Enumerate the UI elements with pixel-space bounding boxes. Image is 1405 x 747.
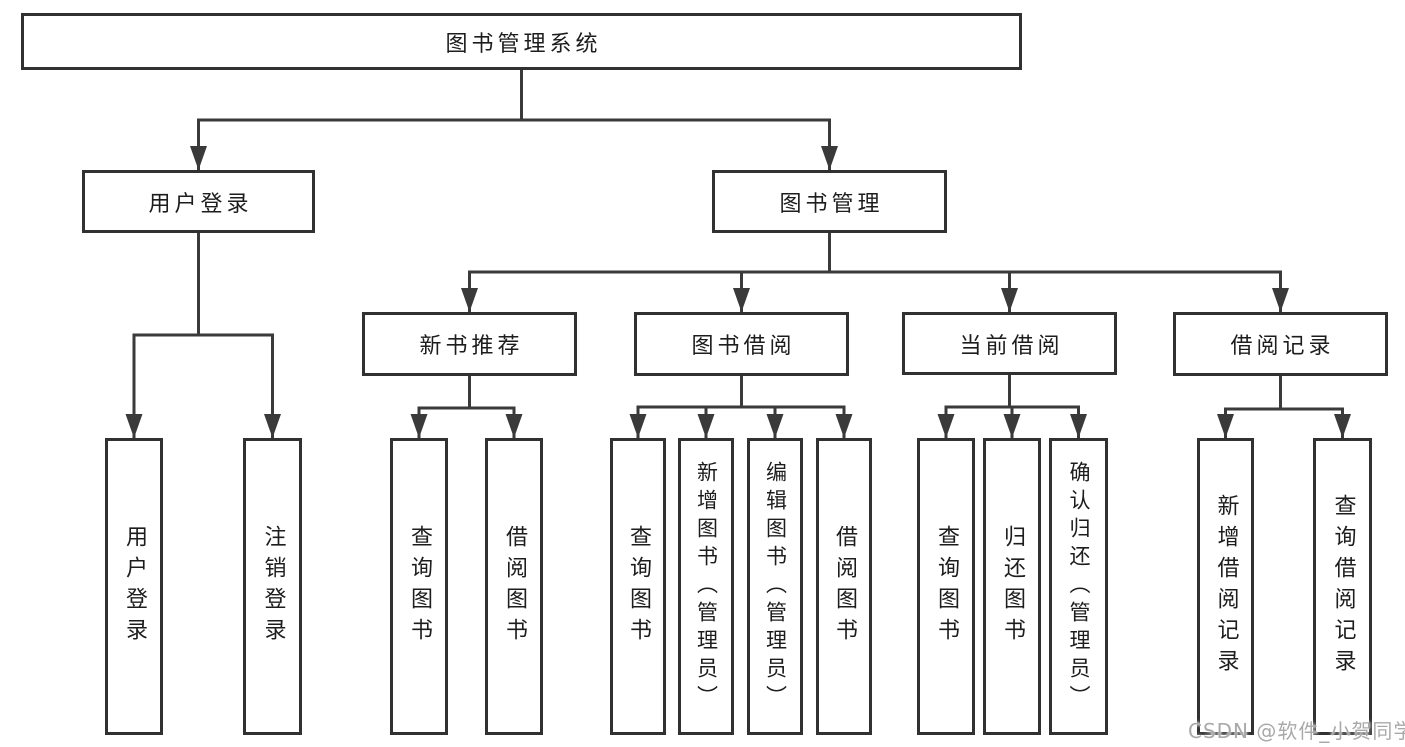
node-leaf-borrow-query: 查询图书 — [610, 438, 666, 735]
node-label: 用户登录 — [122, 524, 147, 649]
arrow-down-icon — [1001, 288, 1018, 312]
node-leaf-newbook-query: 查询图书 — [390, 438, 448, 735]
node-label: 编辑图书（管理员） — [763, 460, 788, 713]
node-label: 借阅图书 — [832, 524, 857, 649]
node-leaf-current-confirm-admin: 确认归还（管理员） — [1049, 438, 1108, 735]
node-label: 借阅记录 — [1230, 334, 1335, 359]
node-label: 查询图书 — [934, 524, 959, 649]
arrow-down-icon — [190, 146, 207, 170]
arrow-down-icon — [821, 146, 838, 170]
node-label: 新增图书（管理员） — [694, 460, 719, 713]
node-label: 查询图书 — [407, 524, 432, 649]
arrow-down-icon — [505, 414, 523, 438]
node-leaf-borrow-borrow: 借阅图书 — [816, 438, 872, 735]
arrow-down-icon — [461, 288, 478, 312]
connector-line — [1224, 376, 1344, 438]
node-label: 注销登录 — [260, 524, 286, 649]
arrow-down-icon — [835, 414, 853, 438]
connector-line — [197, 70, 831, 170]
node-leaf-current-return: 归还图书 — [983, 438, 1041, 735]
connector-newbook-to-leaves — [410, 376, 523, 438]
node-label: 图书借阅 — [691, 334, 796, 359]
node-label: 当前借阅 — [959, 333, 1064, 359]
connector-line — [636, 376, 846, 438]
node-label: 确认归还（管理员） — [1067, 460, 1091, 713]
node-book-management: 图书管理 — [712, 170, 947, 233]
node-label: 归还图书 — [1000, 524, 1025, 649]
connector-current-to-leaves — [937, 375, 1087, 438]
connector-line — [468, 233, 1282, 312]
arrow-down-icon — [629, 414, 647, 438]
node-borrow-records: 借阅记录 — [1173, 312, 1388, 376]
arrow-down-icon — [1070, 414, 1087, 438]
node-leaf-borrow-add-admin: 新增图书（管理员） — [678, 438, 734, 735]
arrow-down-icon — [733, 288, 750, 312]
node-leaf-records-query: 查询借阅记录 — [1313, 438, 1372, 735]
node-label: 新增借阅记录 — [1213, 493, 1239, 680]
node-leaf-newbook-borrow: 借阅图书 — [485, 438, 543, 735]
arrow-down-icon — [1334, 414, 1351, 438]
node-leaf-records-add: 新增借阅记录 — [1197, 438, 1254, 735]
node-leaf-current-query: 查询图书 — [917, 438, 975, 735]
arrow-down-icon — [125, 414, 143, 438]
node-book-borrowing: 图书借阅 — [634, 312, 849, 376]
node-root: 图书管理系统 — [21, 13, 1022, 70]
arrow-down-icon — [1272, 288, 1289, 312]
arrow-down-icon — [264, 414, 281, 438]
arrow-down-icon — [937, 414, 955, 438]
node-leaf-borrow-edit-admin: 编辑图书（管理员） — [747, 438, 803, 735]
connector-borrow-to-leaves — [629, 376, 853, 438]
connector-line — [132, 233, 274, 438]
node-user-login: 用户登录 — [82, 170, 315, 233]
node-label: 新书推荐 — [419, 334, 524, 359]
connector-mgmt-to-level3 — [461, 233, 1289, 312]
watermark: CSDN @软件_小贺同学 — [1188, 719, 1405, 743]
connector-root-to-level2 — [190, 70, 838, 170]
node-label: 图书管理 — [779, 191, 884, 217]
connector-line — [417, 376, 516, 438]
node-new-book-recommend: 新书推荐 — [362, 312, 577, 376]
node-leaf-user-login: 用户登录 — [105, 438, 163, 735]
node-label: 查询借阅记录 — [1330, 493, 1356, 680]
connector-records-to-leaves — [1217, 376, 1351, 438]
connector-login-to-leaves — [125, 233, 281, 438]
arrow-down-icon — [697, 414, 715, 438]
arrow-down-icon — [410, 414, 428, 438]
arrow-down-icon — [1217, 414, 1234, 438]
node-label: 借阅图书 — [502, 524, 527, 649]
arrow-down-icon — [1003, 414, 1021, 438]
node-label: 图书管理系统 — [445, 31, 602, 57]
node-current-borrowing: 当前借阅 — [902, 312, 1117, 375]
node-label: 用户登录 — [148, 191, 253, 217]
node-leaf-logout: 注销登录 — [243, 438, 302, 735]
node-label: 查询图书 — [626, 524, 651, 649]
arrow-down-icon — [766, 414, 784, 438]
